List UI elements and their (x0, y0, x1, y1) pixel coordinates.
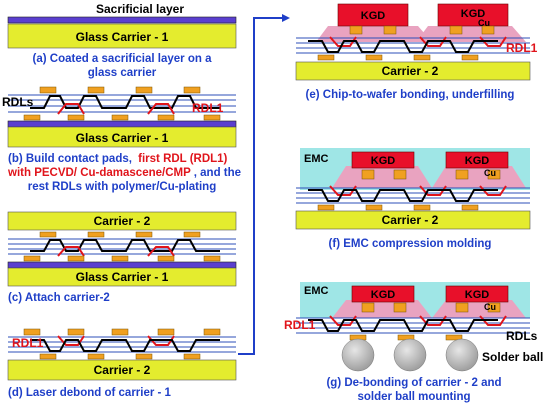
underfill-g-2 (432, 300, 526, 318)
carrier-2-e (295, 61, 531, 81)
carrier-2-e-label: Carrier - 2 (382, 64, 439, 78)
caption-g-line1: (g) De-bonding of carrier - 2 and (326, 377, 501, 389)
underfill-2 (416, 26, 526, 42)
flow-arrow-head (282, 14, 290, 22)
via-traces-g (308, 319, 498, 332)
panel-c: Carrier - 2 Glass Carrier - 1 (c) Attach… (7, 211, 237, 304)
cu-pillars-e (349, 25, 495, 35)
panel-b: Glass Carrier - 1 RDLs RDL1 (b) Build co… (2, 86, 241, 193)
caption-a-line1: (a) Coated a sacrificial layer on a (33, 53, 213, 65)
glass-carrier-1-b (7, 126, 237, 148)
carrier-2-c-label: Carrier - 2 (94, 214, 151, 228)
carrier-2-f (295, 210, 531, 230)
caption-b-line2: with PECVD/ Cu-damascene/CMP , and the (7, 167, 241, 179)
contact-pads-top (39, 86, 201, 94)
carrier-2-d (7, 359, 237, 381)
panel-f: KGD KGD EMC Cu Carrier - 2 (f) EMC compr… (295, 148, 531, 250)
caption-d: (d) Laser debond of carrier - 1 (8, 387, 172, 399)
flow-arrow (238, 17, 282, 355)
glass-carrier-1-b-label: Glass Carrier - 1 (76, 131, 169, 145)
carrier-2-c (7, 211, 237, 231)
rdls-label-g: RDLs (506, 329, 538, 343)
via-traces-e (308, 40, 498, 53)
underfill-f-1 (332, 166, 432, 188)
emc-label-g: EMC (304, 285, 329, 297)
cu-label-f: Cu (484, 168, 496, 178)
glass-carrier-1-c-label: Glass Carrier - 1 (76, 270, 169, 284)
carrier-2-f-label: Carrier - 2 (382, 213, 439, 227)
rdl1-label-g: RDL1 (284, 318, 316, 332)
caption-b-line2-red: with PECVD/ Cu-damascene/CMP (7, 167, 191, 179)
caption-f: (f) EMC compression molding (329, 238, 492, 250)
kgd-f-2-label: KGD (465, 155, 490, 167)
panel-a: Sacrificial layer Glass Carrier - 1 (a) … (7, 2, 237, 79)
cu-label-e: Cu (478, 18, 490, 28)
cu-label-g: Cu (484, 302, 496, 312)
kgd-2-label: KGD (461, 8, 486, 20)
cu-pillars-f (361, 169, 501, 180)
kgd-die-1 (337, 3, 409, 27)
solder-balls (341, 338, 479, 372)
via-traces-d (30, 339, 220, 352)
glass-carrier-1-c (7, 267, 237, 287)
kgd-die-f-2 (445, 151, 509, 169)
caption-b-line2-blue: , and the (194, 167, 241, 179)
contact-pads-d-top (23, 328, 221, 336)
underfill-g-1 (332, 300, 432, 318)
emc-label-f: EMC (304, 153, 329, 165)
solder-ball-2 (393, 338, 427, 372)
rdl1-label-b: RDL1 (192, 101, 224, 115)
sacrificial-layer-label: Sacrificial layer (96, 2, 184, 16)
cu-pillars-g (361, 302, 501, 313)
via-traces-f (308, 189, 498, 202)
caption-a-line2: glass carrier (88, 67, 157, 79)
rdl1-label-e: RDL1 (506, 41, 538, 55)
glass-carrier-1-label: Glass Carrier - 1 (76, 30, 169, 44)
contact-pads-d-bottom (39, 353, 201, 360)
underfill-f-2 (432, 166, 526, 188)
solder-ball-1 (341, 338, 375, 372)
kgd-die-g-2 (445, 285, 509, 303)
rdl1-label-d: RDL1 (12, 336, 44, 350)
kgd-g-1-label: KGD (371, 289, 396, 301)
panel-e: KGD KGD Cu Carrier - 2 RDL1 (e) Chip-to-… (295, 3, 538, 101)
contact-pads-e-bottom (317, 54, 479, 61)
kgd-die-f-1 (351, 151, 415, 169)
caption-b-line1-blue: (b) Build contact pads, (8, 153, 132, 165)
contact-pads-c-top (39, 231, 201, 238)
solder-ball-3 (445, 338, 479, 372)
kgd-g-2-label: KGD (465, 289, 490, 301)
contact-pads-bottom (23, 114, 221, 121)
via-traces (30, 95, 220, 109)
caption-b-line1: (b) Build contact pads, first RDL (RDL1) (8, 153, 228, 165)
caption-e: (e) Chip-to-wafer bonding, underfilling (306, 89, 515, 101)
sacrificial-layer-c (7, 261, 237, 269)
kgd-1-label: KGD (361, 10, 386, 22)
contact-pads-f-bottom (317, 204, 479, 211)
via-traces-c (30, 239, 220, 252)
caption-c: (c) Attach carrier-2 (8, 292, 110, 304)
caption-b-line3: rest RDLs with polymer/Cu-plating (28, 181, 217, 193)
kgd-f-1-label: KGD (371, 155, 396, 167)
sacrificial-layer-b (7, 120, 237, 128)
panel-d: Carrier - 2 RDL1 (d) Laser debond of car… (7, 328, 237, 399)
contact-pads-c-bottom (23, 255, 221, 262)
rdl-layers-g (296, 317, 530, 334)
kgd-die-g-1 (351, 285, 415, 303)
caption-b-line1-red: first RDL (RDL1) (138, 153, 227, 165)
caption-g-line2: solder ball mounting (357, 391, 470, 403)
rdl1-trace (57, 103, 175, 115)
panel-g: KGD KGD EMC Cu RDL1 RDLs Solder ball (g)… (284, 282, 543, 403)
sacrificial-layer (7, 16, 237, 24)
rdl1-trace-c (57, 246, 175, 257)
carrier-2-d-label: Carrier - 2 (94, 363, 151, 377)
kgd-die-2 (437, 3, 509, 27)
rdls-label-b: RDLs (2, 95, 34, 109)
solder-ball-label: Solder ball (482, 350, 543, 364)
glass-carrier-1 (7, 23, 237, 49)
